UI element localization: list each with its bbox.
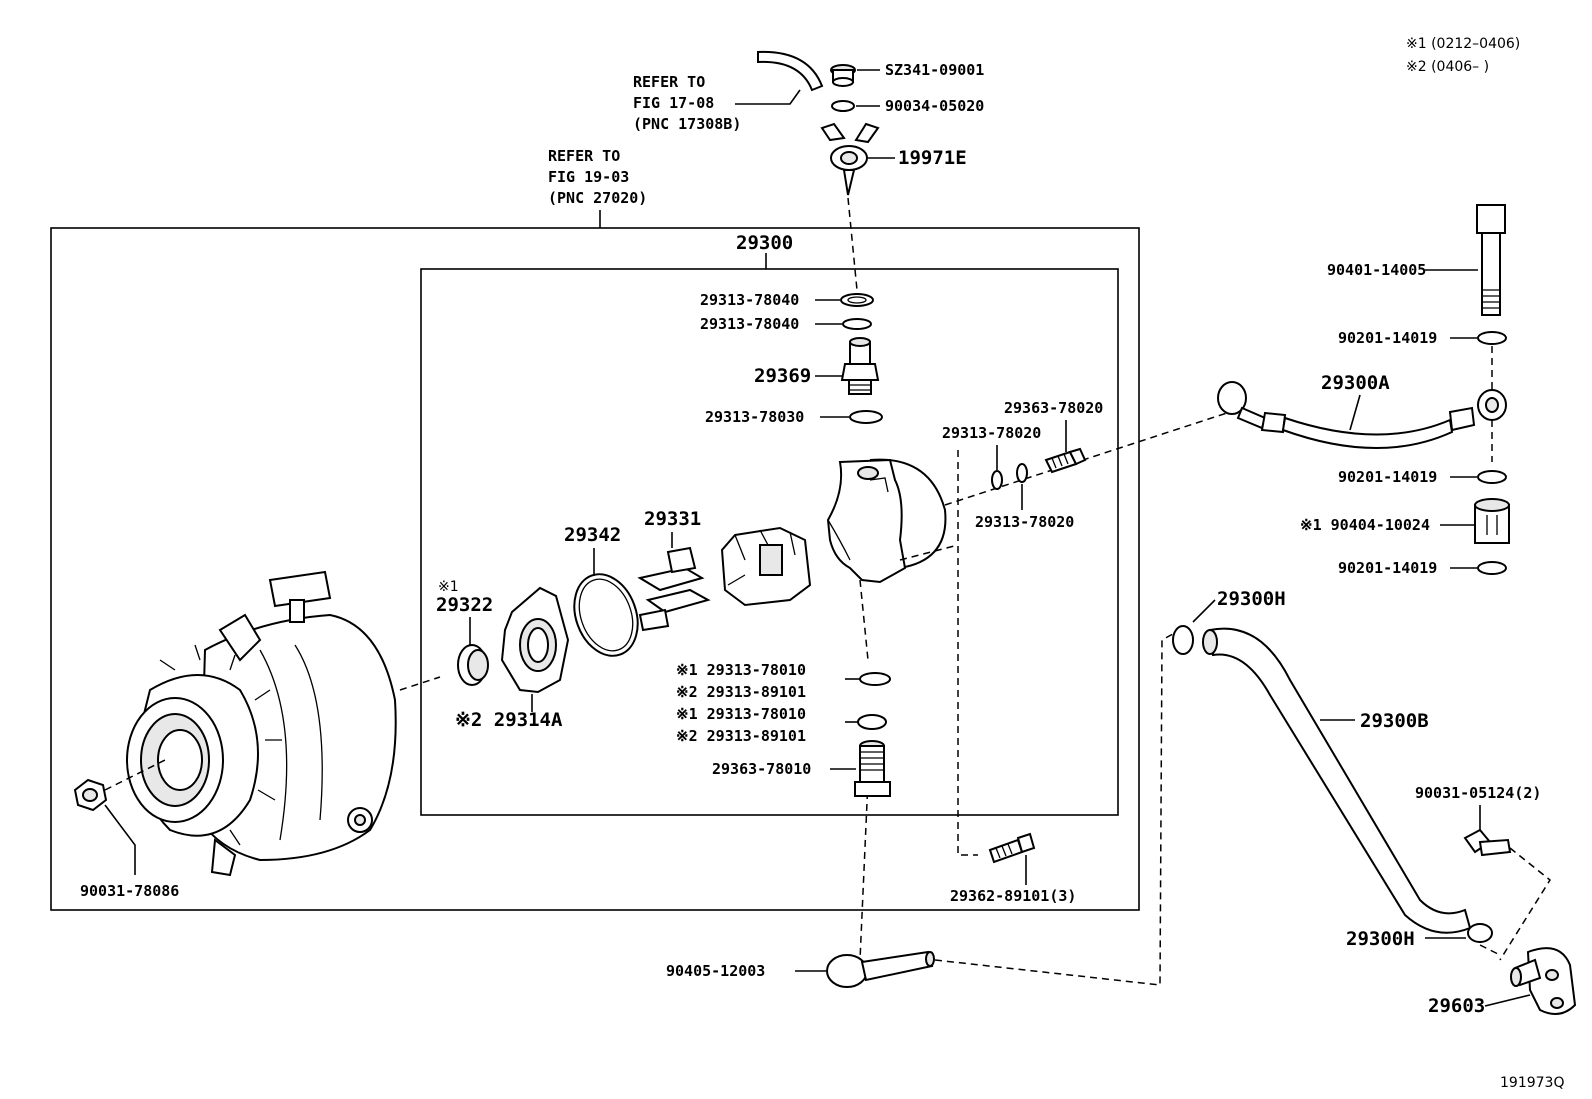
part-90201-14019-c[interactable]: 90201-14019 [1338, 559, 1437, 577]
washer-icon [1477, 470, 1507, 484]
cap-icon [830, 64, 856, 87]
washer-icon [991, 470, 1003, 490]
hose-clamp-icon [1172, 625, 1194, 655]
seal-washer-icon [859, 672, 891, 686]
seal-washer-icon [849, 410, 883, 424]
washer-icon [1477, 561, 1507, 575]
seal-washer-icon [842, 318, 872, 330]
reference-fig-19-03[interactable]: REFER TO FIG 19-03 (PNC 27020) [548, 147, 647, 207]
cover-plate-icon [500, 586, 570, 694]
part-29313-78010-b[interactable]: ※1 29313-78010 [676, 705, 806, 723]
part-29342[interactable]: 29342 [564, 524, 621, 546]
bolt-icon [1463, 828, 1512, 857]
part-29313-78010-a[interactable]: ※1 29313-78010 [676, 661, 806, 679]
part-29313-89101-a[interactable]: ※2 29313-89101 [676, 683, 806, 701]
part-90034-05020[interactable]: 90034-05020 [885, 97, 984, 115]
part-29300a[interactable]: 29300A [1321, 372, 1390, 394]
svg-text:REFER TO: REFER TO [633, 73, 705, 91]
bolt-icon [988, 832, 1036, 864]
part-90031-05124[interactable]: 90031-05124(2) [1415, 784, 1541, 802]
part-29362-89101[interactable]: 29362-89101(3) [950, 887, 1076, 905]
outer-assembly-box [50, 227, 1140, 911]
washer-icon [831, 100, 855, 112]
hose-icon [757, 50, 824, 92]
part-29313-78020-b[interactable]: 29313-78020 [975, 513, 1074, 531]
figure-id: 191973Q [1500, 1075, 1564, 1091]
union-nut-icon [1474, 498, 1510, 544]
vane-icon [637, 546, 711, 632]
part-90401-14005[interactable]: 90401-14005 [1327, 261, 1426, 279]
long-bolt-icon [1476, 204, 1506, 316]
union-fitting-icon [820, 122, 880, 196]
alternator-icon [126, 570, 397, 877]
nut-icon [73, 778, 108, 812]
svg-text:FIG 19-03: FIG 19-03 [548, 168, 629, 186]
union-bolt-icon [854, 740, 891, 797]
washer-icon [1477, 331, 1507, 345]
bolt-icon [1044, 447, 1087, 474]
part-90201-14019-b[interactable]: 90201-14019 [1338, 468, 1437, 486]
part-29322[interactable]: 29322 [436, 594, 493, 616]
part-29313-78040-a[interactable]: 29313-78040 [700, 291, 799, 309]
part-29603[interactable]: 29603 [1428, 995, 1485, 1017]
oil-seal-icon [457, 644, 489, 686]
part-29313-78020-a[interactable]: 29313-78020 [942, 424, 1041, 442]
hose-clamp-icon [1467, 923, 1493, 943]
part-29331[interactable]: 29331 [644, 508, 701, 530]
part-90031-78086[interactable]: 90031-78086 [80, 882, 179, 900]
pipe-flange-icon [1510, 947, 1577, 1015]
pump-housing-icon [826, 458, 947, 584]
pump-assembly-box [420, 268, 1119, 816]
part-29300h-top[interactable]: 29300H [1217, 588, 1286, 610]
part-29300h-bot[interactable]: 29300H [1346, 928, 1415, 950]
part-29313-78040-b[interactable]: 29313-78040 [700, 315, 799, 333]
part-29313-78030[interactable]: 29313-78030 [705, 408, 804, 426]
rotor-icon [720, 526, 812, 607]
part-90201-14019-a[interactable]: 90201-14019 [1338, 329, 1437, 347]
svg-text:REFER TO: REFER TO [548, 147, 620, 165]
svg-text:(PNC 17308B): (PNC 17308B) [633, 115, 741, 133]
oil-hose-icon [1217, 381, 1507, 449]
seal-washer-icon [840, 293, 874, 307]
valve-icon [840, 337, 880, 395]
svg-text:FIG 17-08: FIG 17-08 [633, 94, 714, 112]
washer-icon [1016, 463, 1028, 483]
o-ring-icon [573, 573, 639, 657]
part-19971e[interactable]: 19971E [898, 147, 967, 169]
part-29369[interactable]: 29369 [754, 365, 811, 387]
part-29313-89101-b[interactable]: ※2 29313-89101 [676, 727, 806, 745]
part-90405-12003[interactable]: 90405-12003 [666, 962, 765, 980]
part-29363-78010[interactable]: 29363-78010 [712, 760, 811, 778]
banjo-fitting-icon [826, 950, 935, 988]
part-29322-mark: ※1 [438, 579, 459, 595]
part-sz341-09001[interactable]: SZ341-09001 [885, 61, 984, 79]
seal-washer-icon [857, 714, 887, 730]
reference-fig-17-08[interactable]: REFER TO FIG 17-08 (PNC 17308B) [633, 73, 741, 133]
part-90404-10024[interactable]: ※1 90404-10024 [1300, 516, 1430, 534]
legend-note-1: ※1 (0212–0406) [1406, 36, 1520, 52]
part-29363-78020[interactable]: 29363-78020 [1004, 399, 1103, 417]
part-29300[interactable]: 29300 [736, 232, 793, 254]
svg-text:(PNC 27020): (PNC 27020) [548, 189, 647, 207]
return-hose-icon [1202, 627, 1472, 934]
part-29300b[interactable]: 29300B [1360, 710, 1429, 732]
legend-note-2: ※2 (0406– ) [1406, 59, 1489, 75]
part-29314a[interactable]: ※2 29314A [455, 709, 563, 731]
